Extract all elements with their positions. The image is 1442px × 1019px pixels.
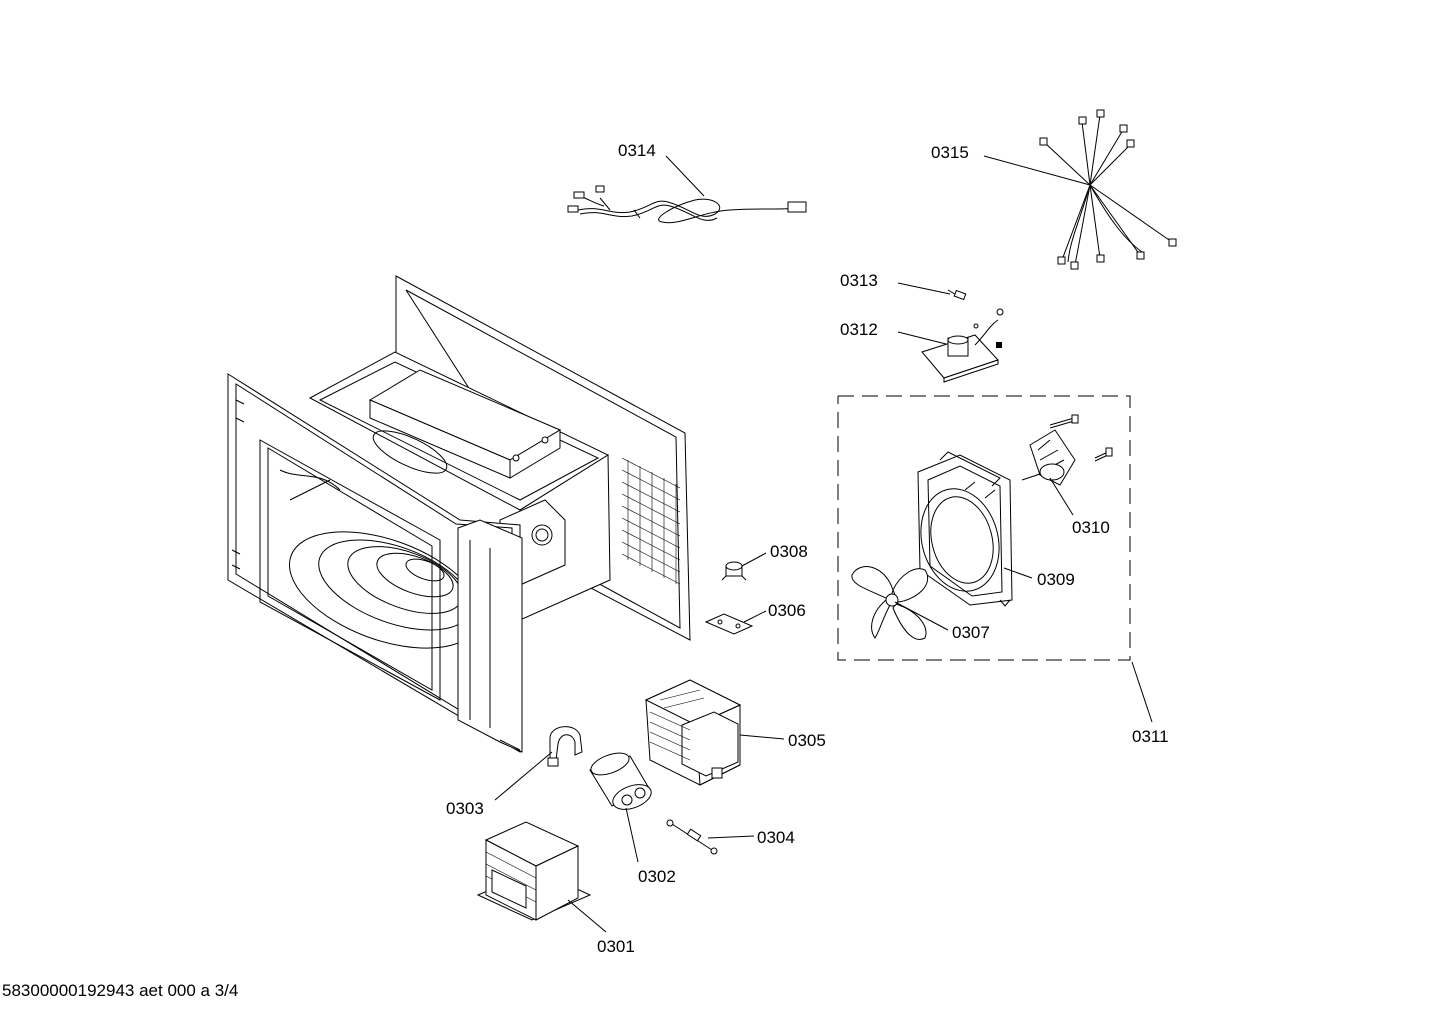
part-0307-fan-blade <box>851 566 928 640</box>
callout-0302: 0302 <box>638 867 676 886</box>
part-oven-housing <box>227 275 691 753</box>
part-0302-capacitor <box>589 752 652 810</box>
callout-0312: 0312 <box>840 320 878 339</box>
part-0310-fan-motor <box>1021 429 1076 486</box>
vent-grille <box>621 457 681 585</box>
part-0313-connector-pin <box>947 289 967 301</box>
callout-labels: 0314 0315 0313 0312 0308 0306 0310 0309 … <box>446 141 1169 956</box>
callout-0307: 0307 <box>952 623 990 642</box>
callout-0301: 0301 <box>597 937 635 956</box>
callout-0314: 0314 <box>618 141 656 160</box>
part-0306-bracket <box>704 613 754 635</box>
callout-0311: 0311 <box>1132 727 1169 746</box>
callout-0313: 0313 <box>840 271 878 290</box>
callout-0309: 0309 <box>1037 570 1075 589</box>
screws <box>1049 414 1113 462</box>
part-0304-hv-diode <box>666 819 718 855</box>
document-id-footer: 58300000192943 aet 000 a 3/4 <box>2 981 239 1000</box>
part-0315-wire-bundle <box>1039 109 1177 270</box>
callout-0305: 0305 <box>788 731 826 750</box>
part-0303-capacitor-clamp <box>547 726 583 767</box>
callout-0304: 0304 <box>757 828 795 847</box>
callout-0310: 0310 <box>1072 518 1110 537</box>
leader-lines <box>494 155 1153 933</box>
part-0301-hv-transformer <box>476 821 592 921</box>
part-0308-thermostat <box>721 561 747 581</box>
part-0305-magnetron <box>644 679 742 786</box>
callout-0315: 0315 <box>931 143 969 162</box>
callout-0303: 0303 <box>446 799 484 818</box>
part-0314-wire-harness <box>567 185 807 224</box>
callout-0308: 0308 <box>770 542 808 561</box>
part-0311-fan-assembly-group <box>837 395 1131 661</box>
part-0312-control-board <box>921 308 1004 383</box>
callout-0306: 0306 <box>768 601 806 620</box>
